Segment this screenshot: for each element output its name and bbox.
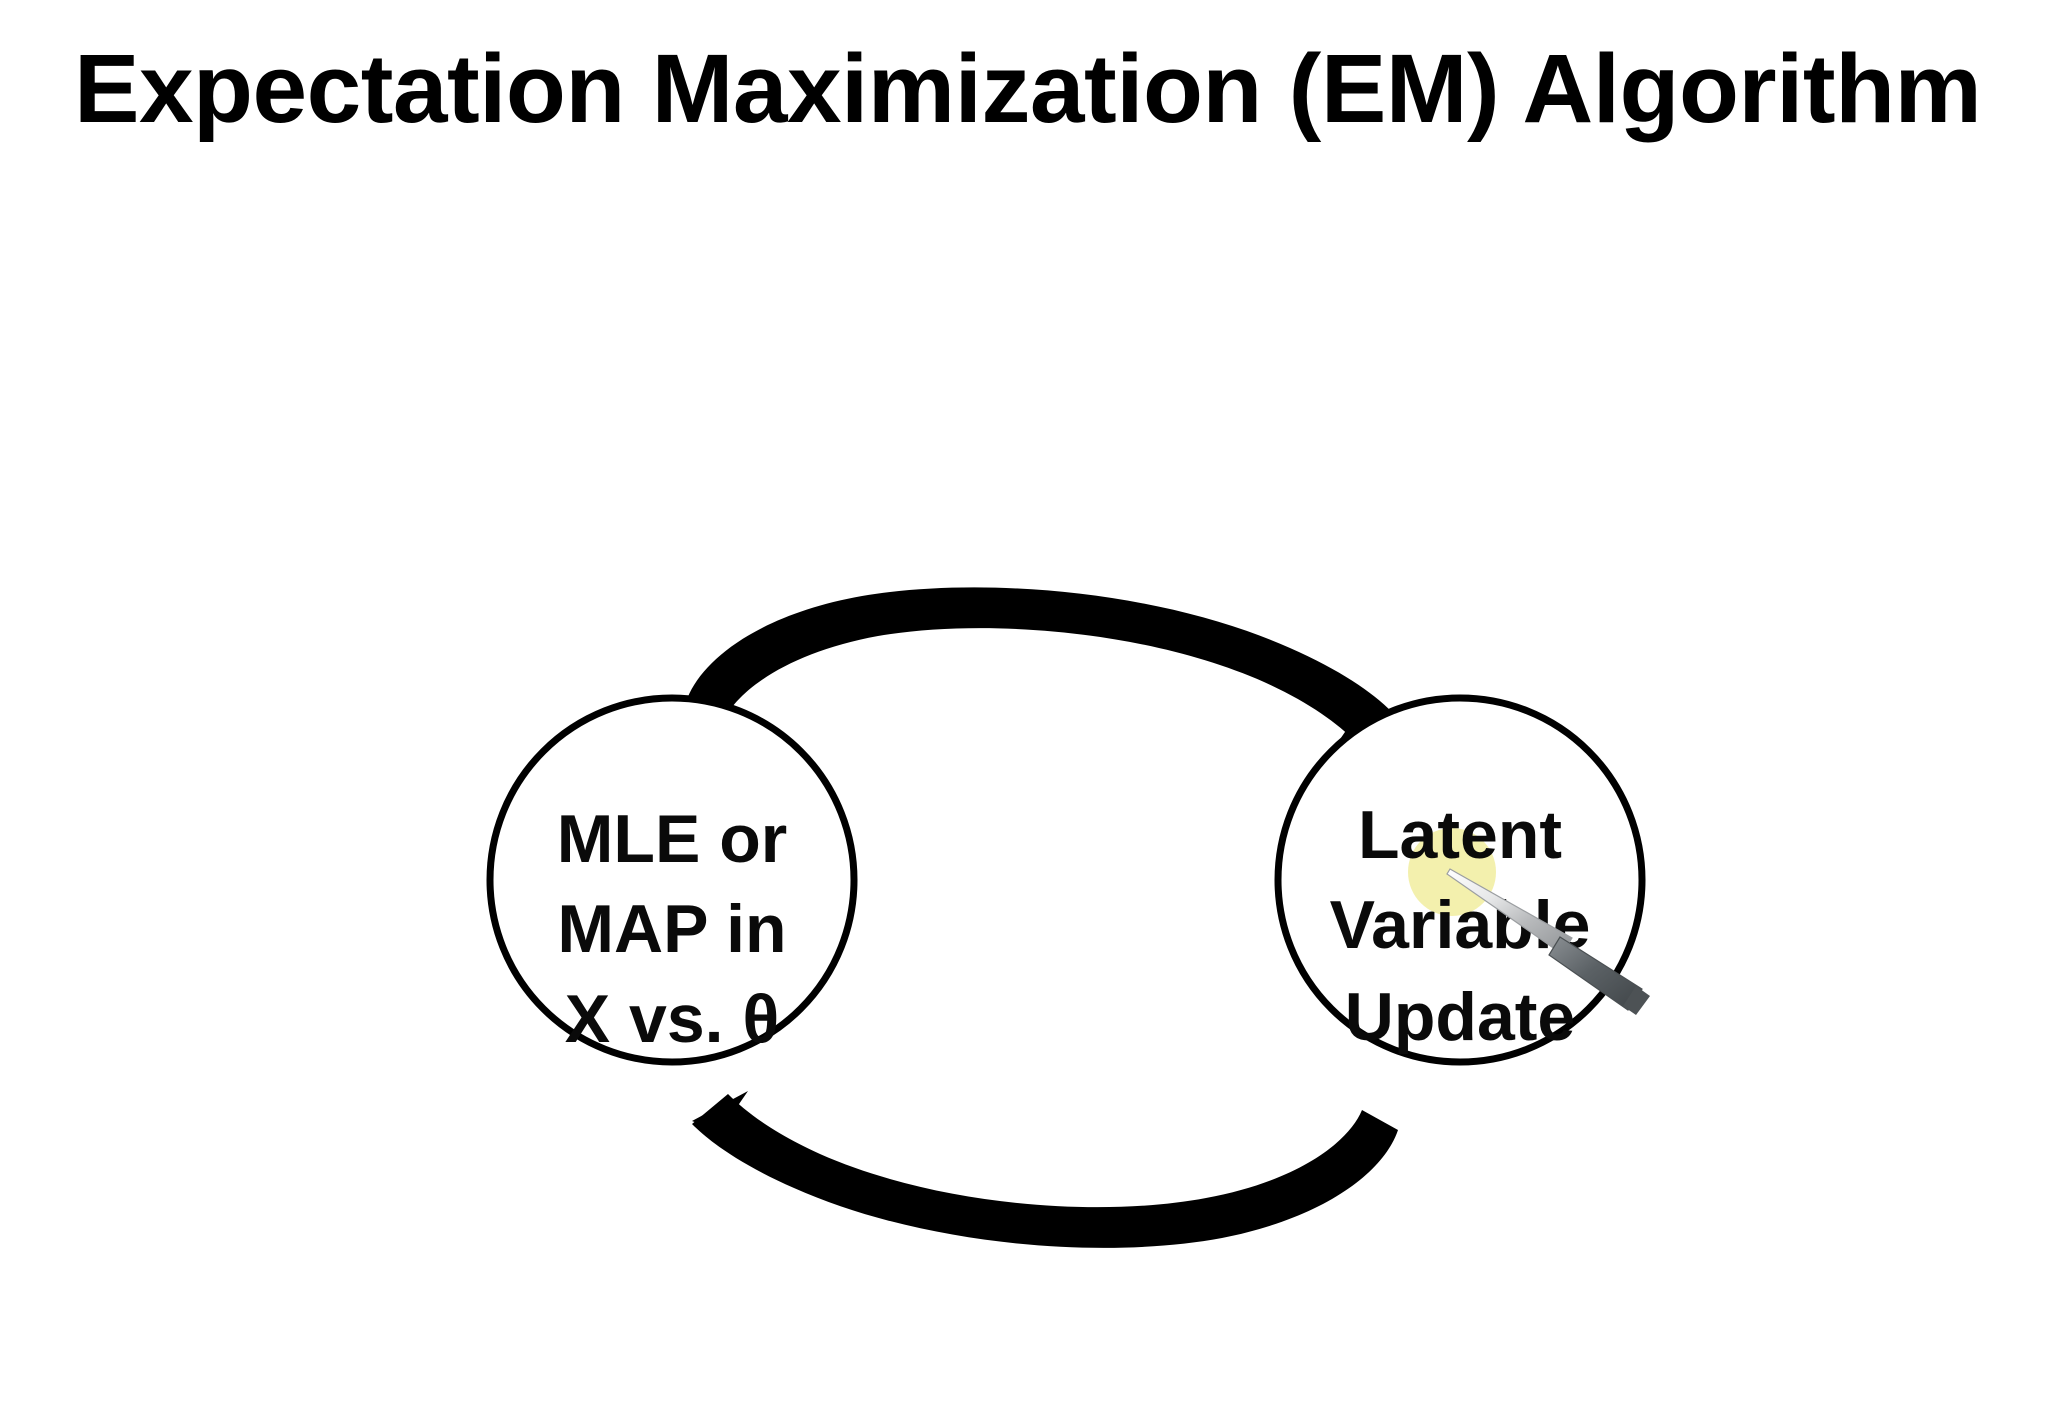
node-e-step-line-3: Update (1345, 979, 1575, 1055)
node-m-step-line-2: MAP in (557, 891, 786, 967)
stylus-end-cap (1623, 986, 1650, 1015)
stylus-handle (1548, 936, 1643, 1011)
node-m-step-line-1: MLE or (557, 801, 787, 877)
stylus-pointer-icon (1446, 868, 1650, 1015)
node-m-step-circle[interactable] (486, 694, 858, 1066)
node-m-step[interactable]: MLE or MAP in X vs. θ (486, 694, 858, 1066)
node-e-step-line-1: Latent (1358, 797, 1562, 873)
node-m-step-line-3: X vs. θ (565, 981, 779, 1057)
page-title: Expectation Maximization (EM) Algorithm (74, 34, 1982, 143)
bottom-arrow (692, 1091, 1398, 1248)
top-arrow-head (1327, 690, 1392, 745)
top-arrow (686, 587, 1392, 745)
top-arrow-shaft (686, 587, 1392, 742)
bottom-arrow-head (692, 1091, 757, 1146)
bottom-arrow-shaft (692, 1094, 1398, 1248)
